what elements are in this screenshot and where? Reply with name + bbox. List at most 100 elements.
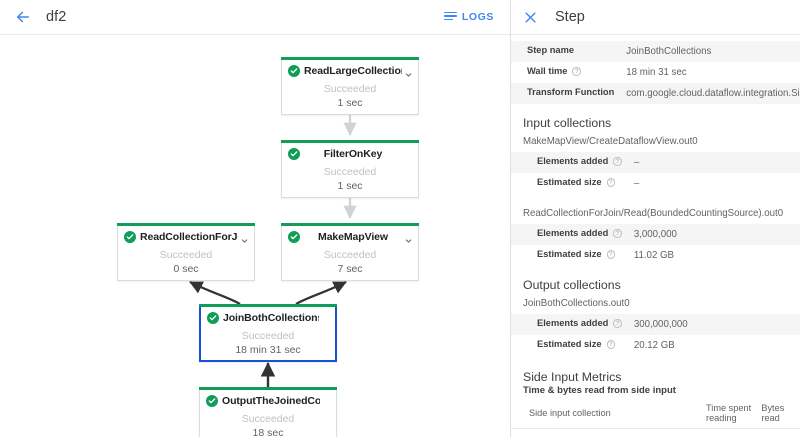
detail-key: Transform Function <box>511 83 620 104</box>
table-row: Transform Function com.google.cloud.data… <box>511 83 800 104</box>
side-input-metrics-heading: Side Input Metrics <box>523 370 622 384</box>
metric-value: 20.12 GB <box>633 340 675 351</box>
output-collection-name: JoinBothCollections.out0 <box>523 298 630 309</box>
help-icon[interactable]: ? <box>613 157 622 166</box>
metric-key: Elements added? <box>511 224 628 245</box>
chevron-down-icon[interactable] <box>240 233 249 243</box>
node-header: OutputTheJoinedCollec... <box>200 390 336 412</box>
step-details-panel: Step Step name JoinBothCollections Wall … <box>511 0 800 437</box>
side-input-metrics-table: Side input collection Time spent reading… <box>511 400 800 437</box>
graph-canvas[interactable]: ReadLargeCollectionFr... Succeeded 1 sec… <box>0 35 510 437</box>
node-status: Succeeded <box>159 249 213 261</box>
node-title: OutputTheJoinedCollec... <box>222 395 320 407</box>
help-icon[interactable]: ? <box>606 178 616 187</box>
panel-header: Step <box>511 0 800 35</box>
metric-value: 3,000,000 <box>633 229 677 240</box>
metric-key: Elements added? <box>511 152 628 173</box>
table-row: Elements added? 3,000,000 <box>511 224 800 245</box>
output-collection-metrics-table: Elements added? 300,000,000 Estimated si… <box>511 314 800 356</box>
node-header: MakeMapView <box>282 226 418 248</box>
column-header-side-input-collection: Side input collection <box>511 400 703 429</box>
node-status: Succeeded <box>241 413 295 425</box>
logs-icon <box>443 11 457 23</box>
table-row: MakeMapView/CreateDataflowView.out0 10 m… <box>511 429 800 437</box>
node-title: ReadLargeCollectionFr... <box>304 65 402 77</box>
success-check-icon <box>288 148 300 160</box>
node-title: JoinBothCollections <box>223 312 319 324</box>
table-row: Step name JoinBothCollections <box>511 41 800 62</box>
detail-key: Step name <box>511 41 620 62</box>
node-status: Succeeded <box>323 83 377 95</box>
node-header: JoinBothCollections <box>201 307 335 329</box>
help-icon[interactable]: ? <box>572 67 581 76</box>
metric-key-label: Elements added <box>537 156 609 166</box>
close-icon[interactable] <box>521 8 539 26</box>
graph-node-output-the-joined-collection[interactable]: OutputTheJoinedCollec... Succeeded 18 se… <box>199 387 337 437</box>
graph-node-filter-on-key[interactable]: FilterOnKey Succeeded 1 sec <box>281 140 419 198</box>
arrow-left-icon[interactable] <box>12 6 34 28</box>
node-status-bar <box>199 304 337 307</box>
help-icon[interactable]: ? <box>613 229 622 238</box>
node-status-bar <box>281 223 419 226</box>
column-header-time-spent-reading: Time spent reading <box>702 400 758 429</box>
table-row: Estimated size? 20.12 GB <box>511 335 800 356</box>
metric-key-label: Estimated size <box>537 177 602 187</box>
panel-title: Step <box>555 9 585 25</box>
input-collection-metrics-table: Elements added? – Estimated size? – <box>511 152 800 194</box>
metric-value: 300,000,000 <box>633 319 688 330</box>
metric-key: Estimated size? <box>511 335 628 356</box>
metric-key-label: Elements added <box>537 228 609 238</box>
help-icon[interactable]: ? <box>606 340 616 349</box>
side-input-metrics-subheading: Time & bytes read from side input <box>523 385 676 396</box>
node-time: 1 sec <box>337 180 363 192</box>
panel-body: Step name JoinBothCollections Wall time?… <box>511 35 800 437</box>
table-header-row: Side input collection Time spent reading… <box>511 400 800 429</box>
job-graph-pane: df2 LOGS <box>0 0 511 437</box>
cell-side-input-collection: MakeMapView/CreateDataflowView.out0 <box>511 429 702 437</box>
logs-button[interactable]: LOGS <box>443 11 498 23</box>
detail-value: com.google.cloud.dataflow.integration.Si… <box>626 88 800 99</box>
graph-node-read-large-collection[interactable]: ReadLargeCollectionFr... Succeeded 1 sec <box>281 57 419 115</box>
table-row: Elements added? – <box>511 152 800 173</box>
node-header: ReadLargeCollectionFr... <box>282 60 418 82</box>
graph-node-read-collection-for-join[interactable]: ReadCollectionForJoin Succeeded 0 sec <box>117 223 255 281</box>
table-row: Estimated size? – <box>511 173 800 194</box>
node-header: FilterOnKey <box>282 143 418 165</box>
node-status-bar <box>117 223 255 226</box>
detail-key-label: Transform Function <box>527 87 615 97</box>
node-time: 18 sec <box>252 427 284 437</box>
metric-key-label: Elements added <box>537 318 609 328</box>
table-row: Wall time? 18 min 31 sec <box>511 62 800 83</box>
input-collection-metrics-table: Elements added? 3,000,000 Estimated size… <box>511 224 800 266</box>
table-row: Estimated size? 11.02 GB <box>511 245 800 266</box>
success-check-icon <box>288 231 300 243</box>
node-status: Succeeded <box>241 330 295 342</box>
metric-key: Estimated size? <box>511 245 628 266</box>
top-bar: df2 LOGS <box>0 0 510 35</box>
metric-value: – <box>633 157 640 168</box>
help-icon[interactable]: ? <box>606 250 616 259</box>
metric-value: – <box>633 178 640 189</box>
node-time: 18 min 31 sec <box>235 344 301 356</box>
input-collection-name: MakeMapView/CreateDataflowView.out0 <box>523 136 698 147</box>
step-details-table: Step name JoinBothCollections Wall time?… <box>511 41 800 104</box>
node-status-bar <box>281 140 419 143</box>
detail-value: 18 min 31 sec <box>626 67 687 78</box>
node-title: MakeMapView <box>318 231 388 243</box>
success-check-icon <box>124 231 136 243</box>
table-row: Elements added? 300,000,000 <box>511 314 800 335</box>
cell-bytes-read: 10.14 GB <box>757 429 800 437</box>
node-status: Succeeded <box>323 166 377 178</box>
cell-time-spent-reading: 10 min 3 sec <box>702 429 757 437</box>
chevron-down-icon[interactable] <box>404 233 413 243</box>
graph-node-make-map-view[interactable]: MakeMapView Succeeded 7 sec <box>281 223 419 281</box>
graph-node-join-both-collections[interactable]: JoinBothCollections Succeeded 18 min 31 … <box>199 304 337 362</box>
success-check-icon <box>288 65 300 77</box>
metric-key-label: Estimated size <box>537 339 602 349</box>
success-check-icon <box>206 395 218 407</box>
chevron-down-icon[interactable] <box>404 67 413 77</box>
node-time: 1 sec <box>337 97 363 109</box>
help-icon[interactable]: ? <box>613 319 622 328</box>
column-header-bytes-read: Bytes read <box>757 400 800 429</box>
